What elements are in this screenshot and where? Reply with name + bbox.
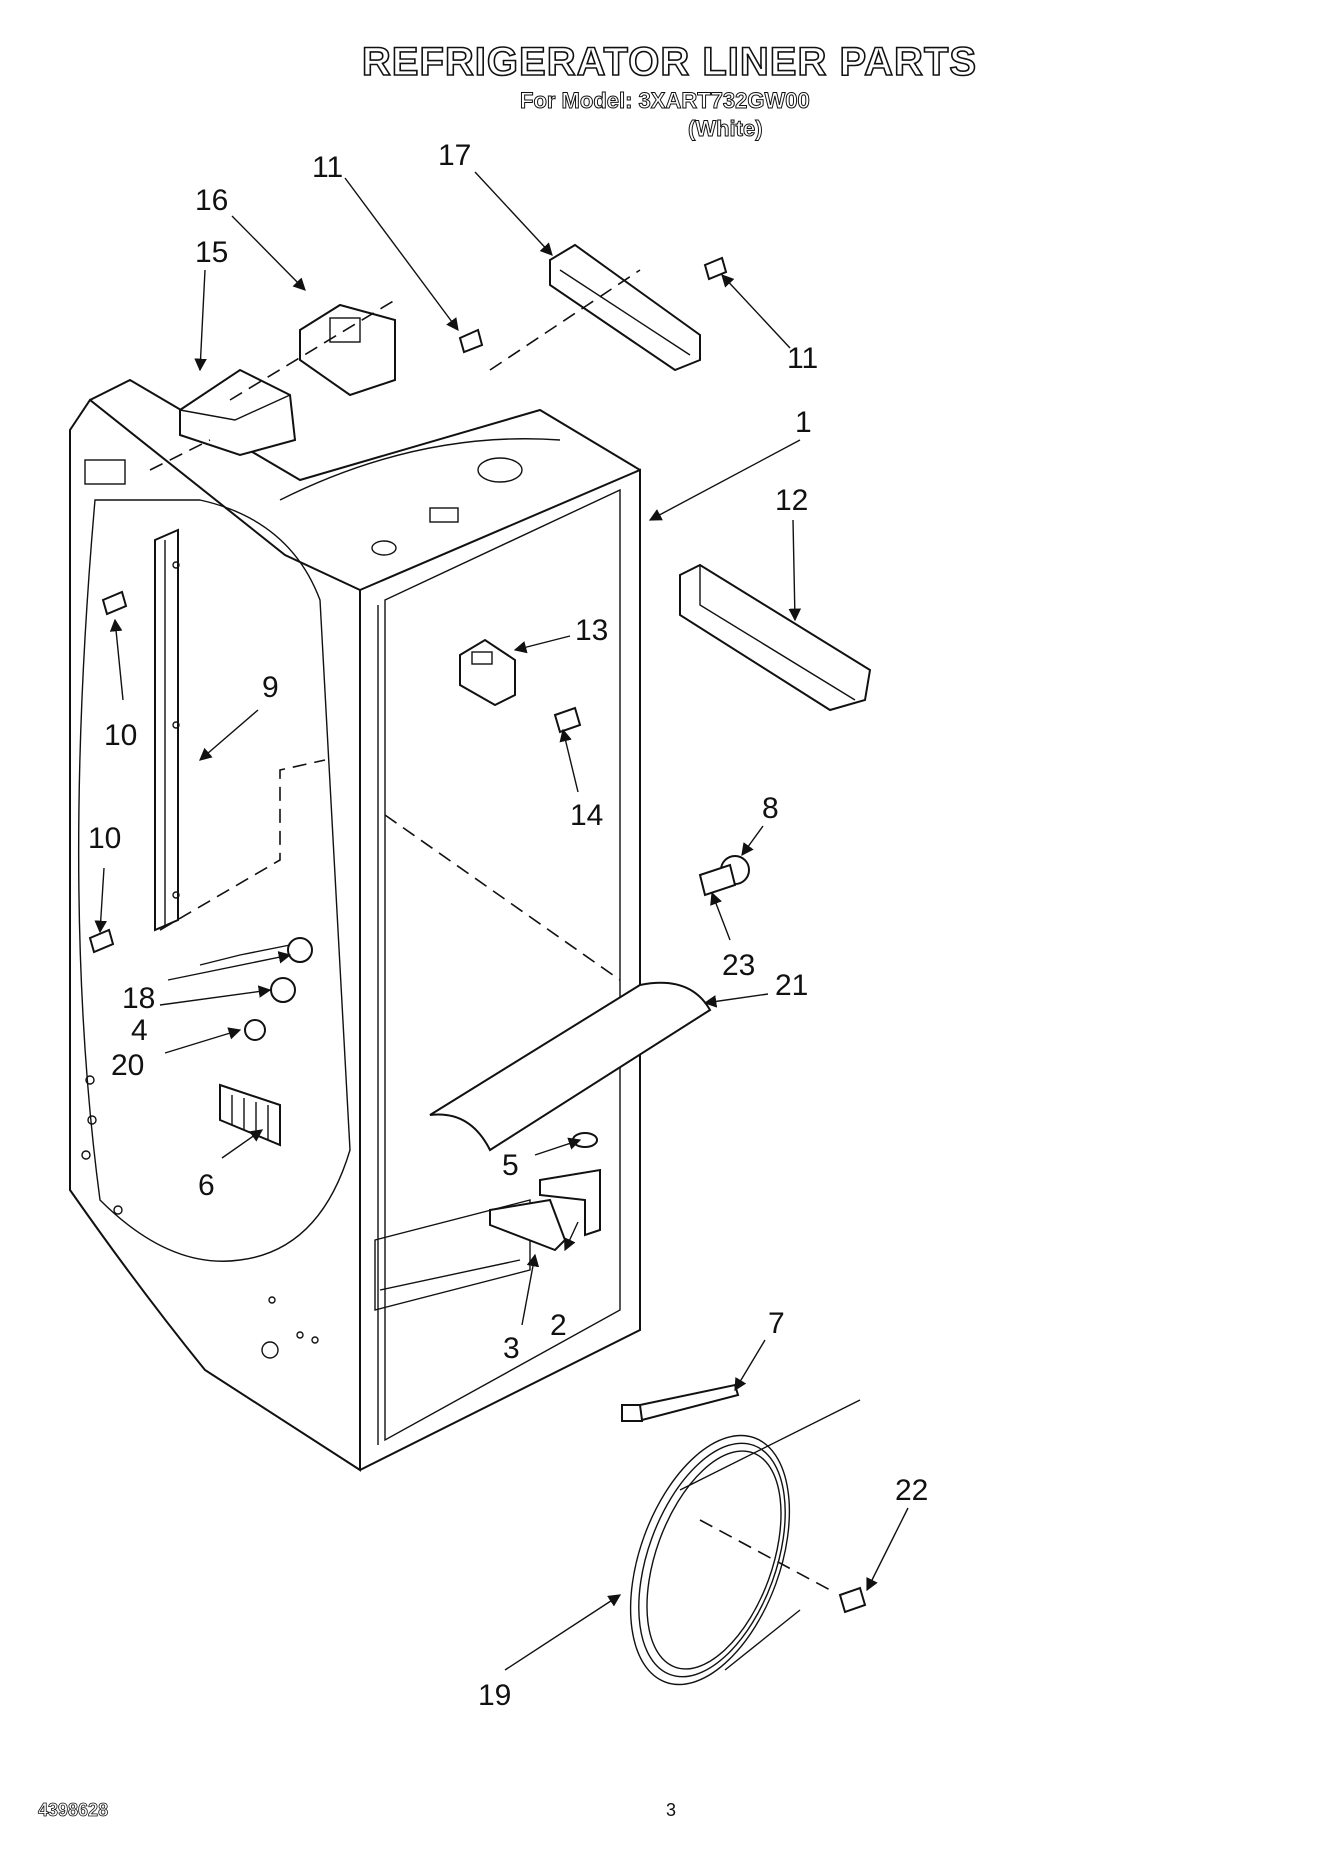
leader-lines [94,171,909,1671]
callout-22: 22 [895,1474,928,1507]
tube-coil-part-19 [629,1399,861,1686]
callout-5: 5 [502,1149,519,1182]
callout-8: 8 [762,792,779,825]
callout-3: 3 [503,1332,520,1365]
model-subtitle: For Model: 3XART732GW00 [520,88,811,114]
callout-19: 19 [478,1679,511,1712]
callout-11-a: 11 [312,151,343,184]
cable-tie-part-7 [621,1383,740,1422]
callout-10-b: 10 [88,822,121,855]
callout-23: 23 [722,949,755,982]
screw-part-11-a [458,328,484,354]
lamp-parts-4-18-20 [199,937,313,1041]
callout-13: 13 [575,614,608,647]
page-title: REFRIGERATOR LINER PARTS [361,39,978,85]
callout-17: 17 [438,139,471,172]
control-housing-part-15-16 [149,299,396,471]
callout-4: 4 [131,1014,148,1047]
callout-15: 15 [195,236,228,269]
callout-16: 16 [195,184,228,217]
callout-labels: 1 2 3 4 5 6 7 8 9 10 10 11 11 12 13 14 1… [88,139,928,1712]
callout-10-a: 10 [104,719,137,752]
callout-11-b: 11 [787,342,818,375]
screw-part-11-b [703,256,728,281]
callout-1: 1 [795,406,812,439]
callout-21: 21 [775,969,808,1002]
document-number: 4398628 [38,1800,109,1821]
callout-18: 18 [122,982,155,1015]
vertical-channel-part-9 [154,528,326,932]
shelf-bracket-part-12 [679,563,872,712]
callout-7: 7 [768,1307,785,1340]
screw-part-10-b [88,928,115,954]
screw-part-10-a [101,590,128,616]
liner-body [69,378,641,1472]
screw-part-14 [553,706,582,734]
callout-12: 12 [775,484,808,517]
bracket-part-13 [459,638,516,707]
page-number: 3 [666,1800,677,1820]
small-parts-2-3-5 [489,1132,601,1252]
callout-9: 9 [262,671,279,704]
thumbscrew-part-8-23 [698,855,750,897]
callout-14: 14 [570,799,603,832]
screw-part-22 [838,1586,867,1614]
cover-part-21 [429,981,712,1152]
grille-part-6 [219,1083,281,1147]
callout-6: 6 [198,1169,215,1202]
callout-2: 2 [550,1309,567,1342]
callout-20: 20 [111,1049,144,1082]
color-variant: (White) [688,116,764,142]
top-rail-part-17 [549,243,701,372]
